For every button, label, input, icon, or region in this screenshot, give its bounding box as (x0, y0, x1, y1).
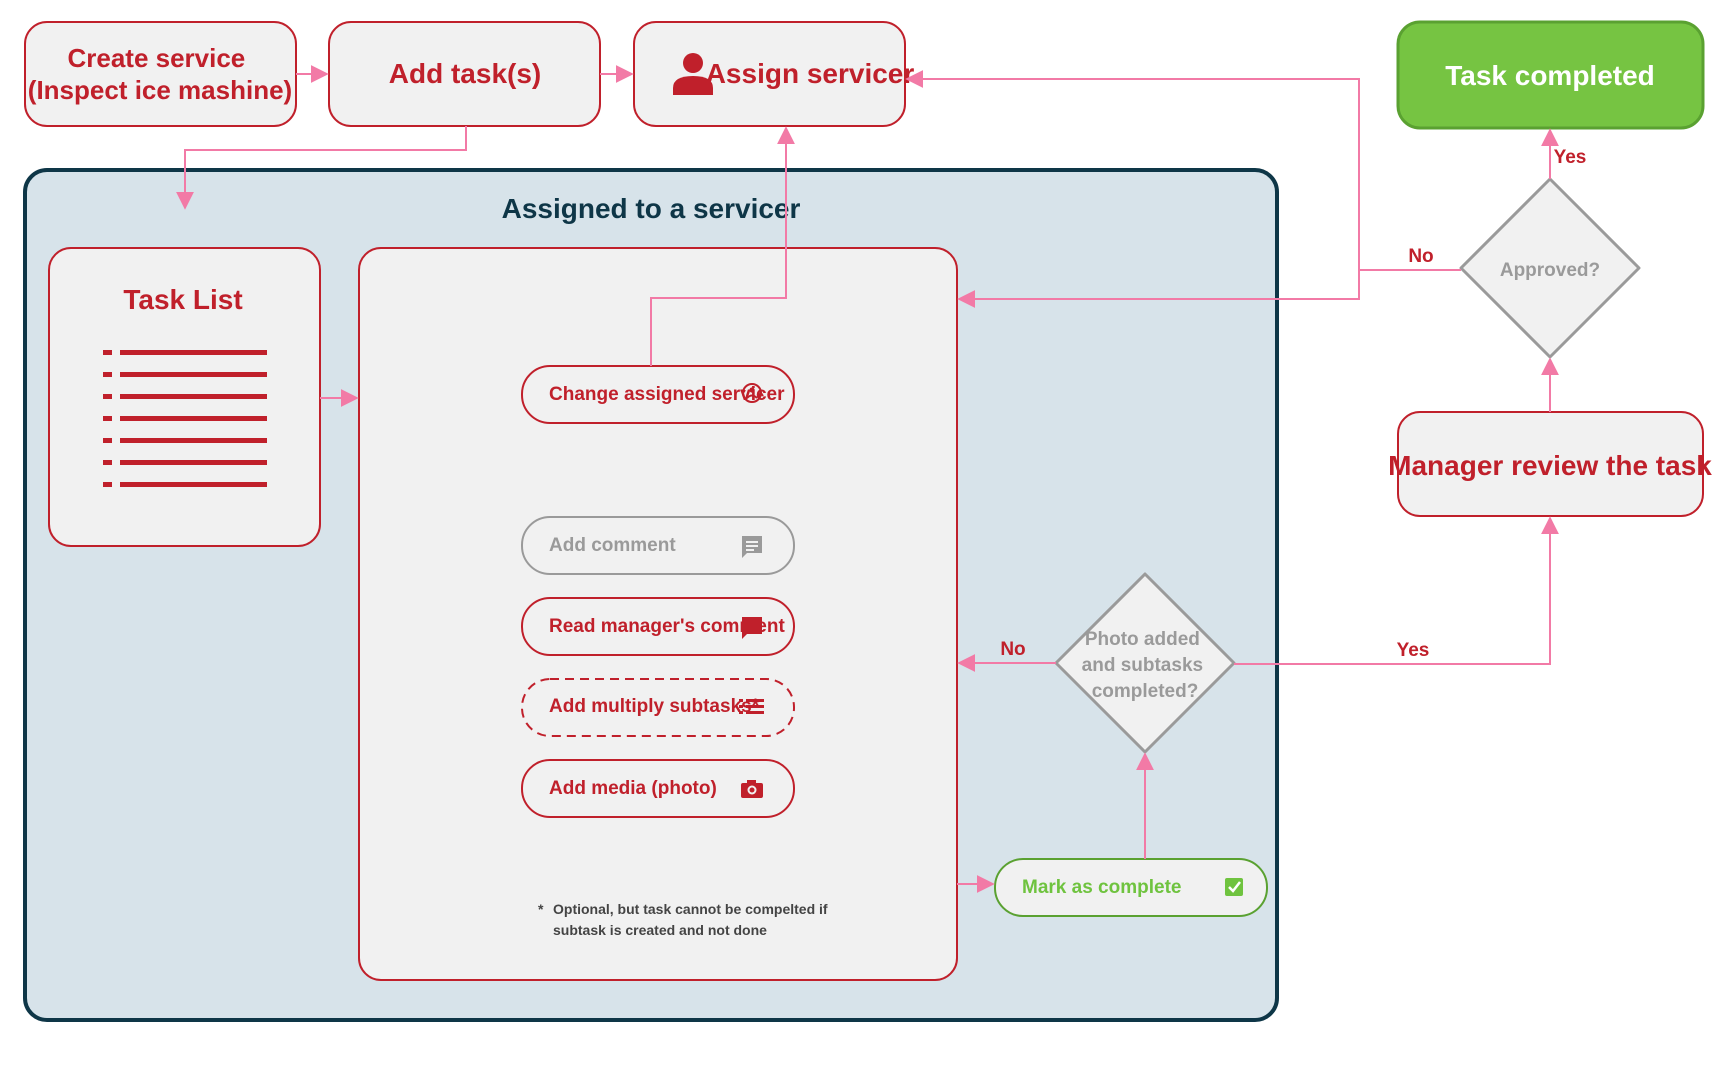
change-servicer-button[interactable]: Change assigned servicer (521, 365, 795, 424)
photo-no-label: No (1000, 639, 1025, 660)
add-comment-placeholder: Add comment (549, 535, 676, 556)
create-service-step[interactable]: Create service (Inspect ice mashine) (24, 21, 297, 127)
photo-check-line1: Photo added (1085, 629, 1200, 650)
add-subtasks-label: Add multiply subtasks* (549, 696, 760, 717)
connector-approved-no-assign (905, 70, 1360, 270)
approved-label: Approved? (1500, 260, 1600, 281)
checkbox-icon (1225, 878, 1243, 896)
switch-user-icon (740, 383, 764, 403)
comment-filled-icon (742, 617, 762, 639)
approved-yes-label: Yes (1554, 147, 1587, 168)
svg-text:Create service (Inspect: Create service (Inspect ice mashine) (28, 43, 292, 105)
photo-check-decision: Photo added and subtasks completed? (1054, 572, 1236, 754)
svg-text:* Optional, but task canno: * Optional, but task cannot be compelted… (538, 901, 831, 938)
task-list-box[interactable]: Task List (48, 247, 321, 547)
mark-complete-button[interactable]: Mark as complete (994, 858, 1268, 917)
assign-servicer-label: Assign servicer (706, 58, 915, 89)
mark-complete-label: Mark as complete (1022, 877, 1181, 898)
manager-review-label: Manager review the task (1388, 450, 1712, 481)
add-subtasks-button[interactable]: Add multiply subtasks* (521, 678, 795, 737)
photo-yes-label: Yes (1397, 640, 1430, 661)
camera-icon (741, 780, 763, 798)
comment-icon (742, 536, 762, 558)
svg-text:Photo added and subtasks: Photo added and subtasks completed? (1082, 629, 1209, 702)
footnote-star: * (538, 901, 544, 917)
list-bullets-icon (739, 699, 764, 714)
create-service-line1: Create service (67, 43, 245, 73)
add-tasks-label: Add task(s) (389, 58, 541, 89)
manager-review-step[interactable]: Manager review the task (1388, 411, 1712, 517)
connector-add-to-container (176, 126, 467, 210)
add-media-label: Add media (photo) (549, 778, 717, 799)
list-icon (103, 350, 267, 487)
approved-decision: Approved? (1459, 177, 1641, 359)
photo-check-line2: and subtasks (1082, 655, 1203, 676)
connector-approved-no-panel (957, 269, 1461, 308)
container-title: Assigned to a servicer (502, 193, 801, 224)
read-comment-label: Read manager's comment (549, 616, 785, 637)
task-completed-label: Task completed (1445, 60, 1655, 91)
add-media-button[interactable]: Add media (photo) (521, 759, 795, 818)
assign-servicer-step[interactable]: Assign servicer (633, 21, 915, 127)
task-list-title: Task List (123, 284, 242, 315)
read-comment-button[interactable]: Read manager's comment (521, 597, 795, 656)
photo-check-line3: completed? (1092, 681, 1199, 702)
person-icon (673, 53, 713, 95)
footnote-line2: subtask is created and not done (553, 922, 767, 938)
connector-change-to-assign (650, 126, 795, 366)
footnote-line1: Optional, but task cannot be compelted i… (553, 901, 828, 917)
change-servicer-label: Change assigned servicer (549, 384, 785, 405)
create-service-line2: (Inspect ice mashine) (28, 75, 292, 105)
connectors (176, 65, 1559, 893)
approved-no-label: No (1408, 246, 1433, 267)
connector-decision-yes (1234, 516, 1559, 665)
task-completed-step[interactable]: Task completed (1396, 20, 1705, 130)
add-tasks-step[interactable]: Add task(s) (328, 21, 601, 127)
add-comment-input[interactable]: Add comment (521, 516, 795, 575)
